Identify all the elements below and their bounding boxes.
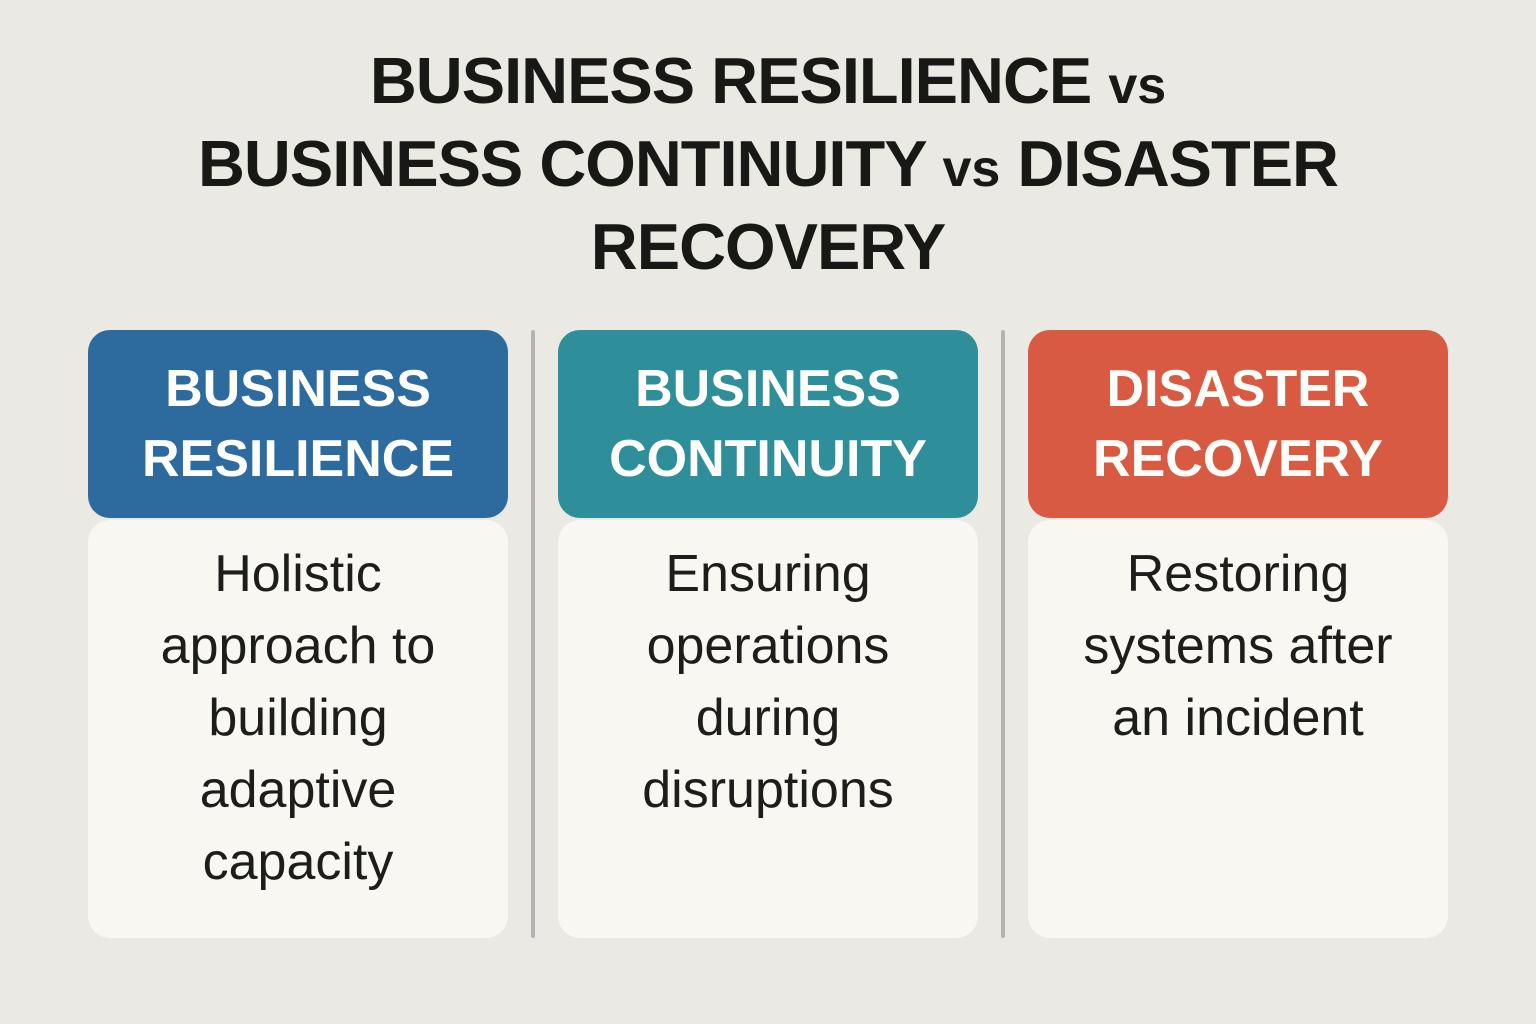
card-header-label: DISASTER RECOVERY [1093,360,1383,488]
card-description: Holistic approach to building adaptive c… [160,545,436,891]
column-divider [1001,330,1005,938]
card-body-business-resilience: Holistic approach to building adaptive c… [88,520,508,938]
card-body-disaster-recovery: Restoring systems after an incident [1028,520,1448,938]
title-line-1: BUSINESS RESILIENCE vs [0,42,1536,125]
column-divider [531,330,535,938]
title-term-business-resilience: BUSINESS RESILIENCE [369,44,1092,117]
title-line-3: RECOVERY [0,208,1536,286]
page-title: BUSINESS RESILIENCE vs BUSINESS CONTINUI… [0,0,1536,286]
title-term-business-continuity: BUSINESS CONTINUITY [197,127,926,200]
card-business-resilience: BUSINESS RESILIENCE Holistic approach to… [88,330,508,938]
card-description: Ensuring operations during disruptions [642,545,894,819]
card-description: Restoring systems after an incident [1083,545,1393,747]
title-vs: vs [1108,57,1167,115]
card-header-label: BUSINESS CONTINUITY [609,360,927,488]
title-line-2: BUSINESS CONTINUITY vs DISASTER [0,125,1536,208]
title-term-disaster: DISASTER [1017,127,1339,200]
title-term-recovery: RECOVERY [590,210,946,283]
card-disaster-recovery: DISASTER RECOVERY Restoring systems afte… [1028,330,1448,938]
card-body-business-continuity: Ensuring operations during disruptions [558,520,978,938]
card-header-disaster-recovery: DISASTER RECOVERY [1028,330,1448,518]
card-header-business-resilience: BUSINESS RESILIENCE [88,330,508,518]
comparison-columns: BUSINESS RESILIENCE Holistic approach to… [0,330,1536,938]
title-vs: vs [942,140,1001,198]
card-header-business-continuity: BUSINESS CONTINUITY [558,330,978,518]
card-header-label: BUSINESS RESILIENCE [141,360,455,488]
card-business-continuity: BUSINESS CONTINUITY Ensuring operations … [558,330,978,938]
